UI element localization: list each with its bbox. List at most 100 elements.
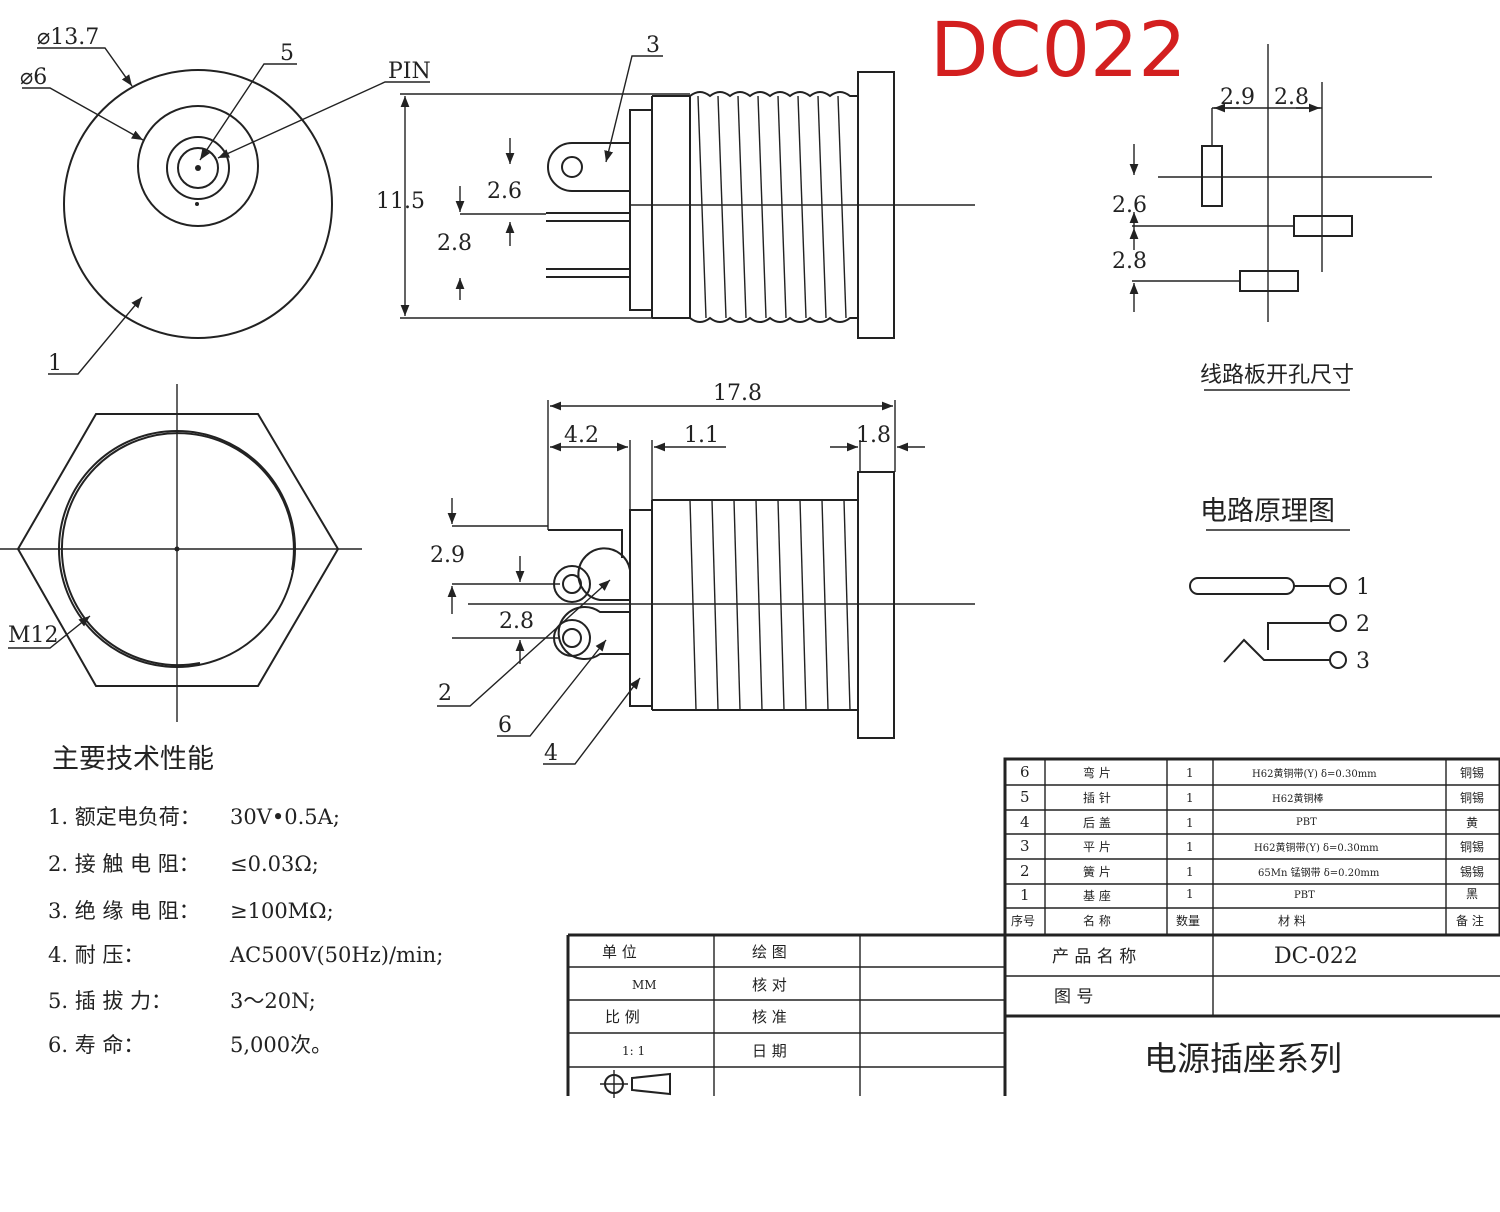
socket-ring-inner: [177, 147, 219, 189]
pcb-dim-2-8-v: 2.8: [1112, 249, 1147, 274]
bom-header-note: 备 注: [1456, 913, 1484, 928]
center-pin-dot: [195, 165, 201, 171]
bom-table: 6 弯 片 1 H62黄铜带(Y) δ=0.30mm 铜锡 5 插 针 1 H6…: [1003, 757, 1500, 937]
bom-row-3-material: H62黄铜带(Y) δ=0.30mm: [1254, 841, 1379, 854]
bom-row-4-material: PBT: [1296, 817, 1317, 828]
bom-header-material: 材 料: [1278, 914, 1306, 928]
dim-2-9-mid: 2.9: [430, 543, 465, 568]
spec-label-4: 4. 耐 压：: [48, 943, 144, 967]
bom-row-4-note: 黄: [1466, 816, 1478, 830]
bom-row-6-material: H62黄铜带(Y) δ=0.30mm: [1252, 767, 1377, 780]
dim-2-6-top: 2.6: [487, 179, 522, 204]
bom-row-5-name: 插 针: [1083, 790, 1111, 805]
bom-row-6-no: 6: [1020, 763, 1030, 781]
spec-block: 主要技术性能 1. 额定电负荷： 30V•0.5A; 2. 接 触 电 阻： ≤…: [48, 744, 443, 1057]
spec-label-1: 1. 额定电负荷：: [48, 805, 201, 829]
tb-date-label: 日 期: [752, 1042, 787, 1060]
bom-row-6-name: 弯 片: [1083, 765, 1111, 780]
circuit-pin-3: 3: [1356, 649, 1370, 674]
inner-circle: [137, 105, 259, 227]
label-3: 3: [646, 33, 660, 58]
tb-drawing-no-label: 图 号: [1054, 987, 1093, 1007]
tb-draw-label: 绘 图: [752, 943, 787, 961]
circuit-diagram: 电路原理图 1 2 3: [1189, 496, 1370, 674]
bom-row-2-material: 65Mn 锰钢带 δ=0.20mm: [1258, 866, 1380, 879]
spec-value-4: AC500V(50Hz)/min;: [229, 943, 443, 967]
circuit-pin-1: 1: [1356, 575, 1370, 600]
bom-row-2-name: 簧 片: [1083, 864, 1111, 879]
label-2: 2: [438, 681, 452, 706]
bom-row-5-no: 5: [1020, 788, 1030, 806]
tb-unit-label: 单 位: [602, 943, 637, 961]
spec-label-2: 2. 接 触 电 阻：: [48, 852, 200, 876]
pcb-dim-2-9: 2.9: [1220, 85, 1255, 110]
dim-2-8-mid: 2.8: [499, 609, 534, 634]
title-block: 单 位 绘 图 MM 核 对 比 例 核 准 1: 1 日 期 产 品 名 称 …: [566, 933, 1500, 1098]
small-dot: [195, 202, 199, 206]
bom-row-6-qty: 1: [1186, 766, 1194, 780]
spec-title: 主要技术性能: [52, 744, 214, 775]
bom-row-1-material: PBT: [1294, 890, 1315, 901]
bom-row-1-no: 1: [1020, 886, 1030, 904]
tb-product-label: 产 品 名 称: [1052, 947, 1136, 967]
pcb-caption: 线路板开孔尺寸: [1200, 363, 1354, 388]
hole-low: [1239, 270, 1299, 292]
outer-circle: [63, 69, 333, 339]
dim-17-8: 17.8: [713, 381, 762, 406]
bom-row-5-qty: 1: [1186, 791, 1194, 805]
bom-row-2-note: 锡锡: [1460, 864, 1484, 879]
side-view-bottom: 17.8 4.2 1.1 1.8: [430, 381, 975, 766]
side-view-top: 11.5 2.6 2.8: [376, 33, 975, 339]
pcb-dim-2-8-h: 2.8: [1274, 85, 1309, 110]
bom-row-5-note: 铜锡: [1460, 790, 1484, 805]
dim-outer-diameter: ⌀13.7: [37, 25, 99, 50]
hole-mid: [1293, 215, 1353, 237]
label-4: 4: [544, 741, 558, 766]
tb-approve-label: 核 准: [752, 1008, 787, 1026]
dim-2-8-top: 2.8: [437, 231, 472, 256]
bom-row-1-qty: 1: [1186, 887, 1194, 901]
spec-value-2: ≤0.03Ω;: [230, 852, 319, 876]
hole-top: [1201, 145, 1223, 207]
bom-row-6-note: 铜锡: [1460, 765, 1484, 780]
drawing-title: DC022: [930, 5, 1187, 94]
spec-value-6: 5,000次。: [230, 1033, 332, 1057]
spec-value-5: 3～20N;: [230, 989, 316, 1013]
circuit-pin-2: 2: [1356, 612, 1370, 637]
bom-row-4-qty: 1: [1186, 816, 1194, 830]
dim-inner-diameter: ⌀6: [20, 65, 47, 90]
bom-row-3-no: 3: [1020, 837, 1030, 855]
hex-view: M12: [0, 384, 362, 722]
spec-label-6: 6. 寿 命：: [48, 1033, 144, 1057]
bom-header-no: 序号: [1011, 913, 1035, 928]
pcb-dim-2-6: 2.6: [1112, 193, 1147, 218]
pcb-hole-layout: 2.9 2.8 2.6 2.8 线路板开孔尺寸: [1112, 44, 1432, 391]
bom-header-qty: 数量: [1176, 913, 1200, 928]
dim-height-11-5: 11.5: [376, 189, 425, 214]
dim-1-1: 1.1: [684, 423, 719, 448]
bom-row-3-qty: 1: [1186, 840, 1194, 854]
socket-ring-outer: [166, 136, 230, 200]
label-6: 6: [498, 713, 512, 738]
dim-1-8: 1.8: [856, 423, 891, 448]
bom-row-2-qty: 1: [1186, 865, 1194, 879]
bom-row-4-no: 4: [1020, 813, 1030, 831]
bom-row-5-material: H62黄铜棒: [1272, 792, 1323, 805]
label-pin: PIN: [388, 59, 431, 84]
tb-check-label: 核 对: [752, 976, 787, 994]
spec-label-3: 3. 绝 缘 电 阻：: [48, 899, 200, 923]
bom-row-1-note: 黑: [1466, 887, 1478, 901]
tb-scale-value: 1: 1: [622, 1044, 645, 1058]
dim-4-2: 4.2: [564, 423, 599, 448]
bom-row-3-name: 平 片: [1083, 840, 1111, 854]
tb-scale-label: 比 例: [605, 1008, 640, 1026]
spec-value-3: ≥100MΩ;: [230, 899, 334, 923]
spec-value-1: 30V•0.5A;: [230, 805, 340, 829]
bom-row-3-note: 铜锡: [1460, 839, 1484, 854]
circuit-title: 电路原理图: [1200, 496, 1335, 527]
label-5: 5: [280, 41, 294, 66]
bom-row-1-name: 基 座: [1083, 888, 1111, 903]
label-1: 1: [48, 351, 62, 376]
bom-header-name: 名 称: [1083, 913, 1111, 928]
